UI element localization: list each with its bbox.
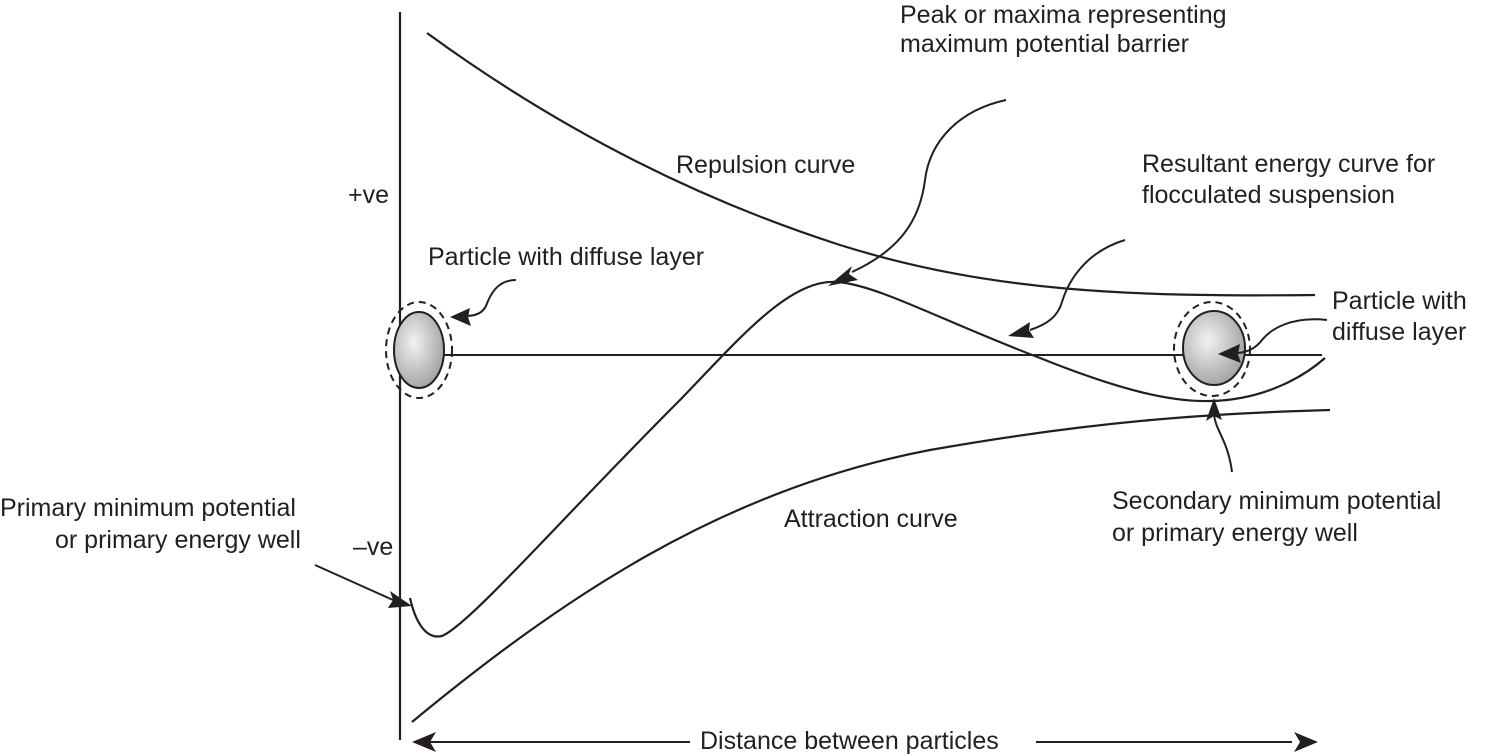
- peak-label-line1: Peak or maxima representing: [900, 1, 1227, 29]
- primary-leader-line: [314, 564, 394, 601]
- resultant-label-line1: Resultant energy curve for: [1142, 150, 1436, 178]
- x-axis-label: Distance between particles: [696, 727, 1003, 755]
- secondary-leader-line: [1213, 413, 1233, 473]
- primary-leader-arrowhead: [388, 591, 412, 608]
- resultant-leader-arrowhead: [1008, 322, 1034, 338]
- particle-right-leader-line: [1237, 318, 1328, 354]
- particle-left-leader-arrowhead: [450, 308, 471, 326]
- peak-label-line2: maximum potential barrier: [900, 30, 1189, 58]
- particle-right-label-line2: diffuse layer: [1332, 318, 1467, 346]
- y-positive-label: +ve: [348, 181, 390, 209]
- particle-right-leader-arrowhead: [1218, 344, 1241, 363]
- right-particle: [1182, 310, 1246, 386]
- repulsion-curve-label: Repulsion curve: [676, 151, 856, 179]
- secondary-label-line1: Secondary minimum potential: [1112, 487, 1442, 515]
- distance-arrowhead-left: [412, 732, 436, 752]
- distance-arrowhead-right: [1294, 732, 1318, 752]
- secondary-leader-arrowhead: [1206, 398, 1222, 421]
- secondary-label-line2: or primary energy well: [1112, 519, 1358, 547]
- y-negative-label: –ve: [353, 533, 394, 561]
- particle-left-leader-line: [465, 279, 517, 317]
- particle-left-label: Particle with diffuse layer: [428, 243, 705, 271]
- particle-right-label-line1: Particle with: [1332, 287, 1467, 315]
- resultant-label-line2: flocculated suspension: [1142, 181, 1395, 209]
- left-particle-diffuse-layer: [385, 301, 453, 399]
- attraction-curve: [411, 408, 1331, 723]
- primary-label-line2: or primary energy well: [55, 526, 301, 554]
- repulsion-curve: [426, 32, 1316, 297]
- peak-leader-arrowhead: [828, 266, 858, 286]
- attraction-curve-label: Attraction curve: [784, 505, 958, 533]
- peak-leader-line: [851, 99, 1007, 273]
- resultant-leader-line: [1029, 239, 1126, 331]
- primary-label-line1: Primary minimum potential: [0, 494, 296, 522]
- left-particle: [393, 311, 445, 389]
